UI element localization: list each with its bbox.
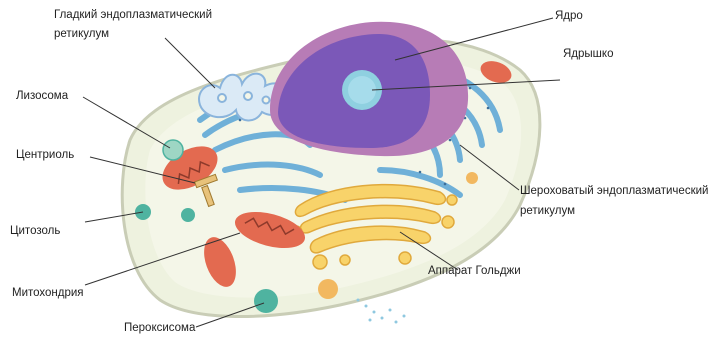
vesicle-orange-2 [466, 172, 478, 184]
label-nucleus: Ядро [555, 9, 583, 24]
label-rough-er-line2: ретикулум [520, 204, 575, 219]
label-peroxisome: Пероксисома [124, 321, 195, 336]
vesicle-small [181, 208, 195, 222]
peroxisome [254, 289, 278, 313]
label-golgi: Аппарат Гольджи [428, 264, 521, 279]
label-rough-er-line1: Шероховатый эндоплазматический [520, 184, 708, 199]
vesicle-orange [318, 279, 338, 299]
lysosome [163, 140, 183, 160]
label-centriole: Центриоль [16, 148, 74, 163]
label-smooth-er-line2: ретикулум [54, 27, 109, 42]
label-mitochondrion: Митохондрия [12, 286, 84, 301]
label-lysosome: Лизосома [16, 89, 68, 104]
exocytosis-granules [357, 299, 406, 324]
label-smooth-er-line1: Гладкий эндоплазматический [54, 8, 212, 23]
nucleus [270, 22, 468, 156]
label-cytosol: Цитозоль [10, 224, 60, 239]
label-nucleolus: Ядрышко [563, 47, 613, 62]
